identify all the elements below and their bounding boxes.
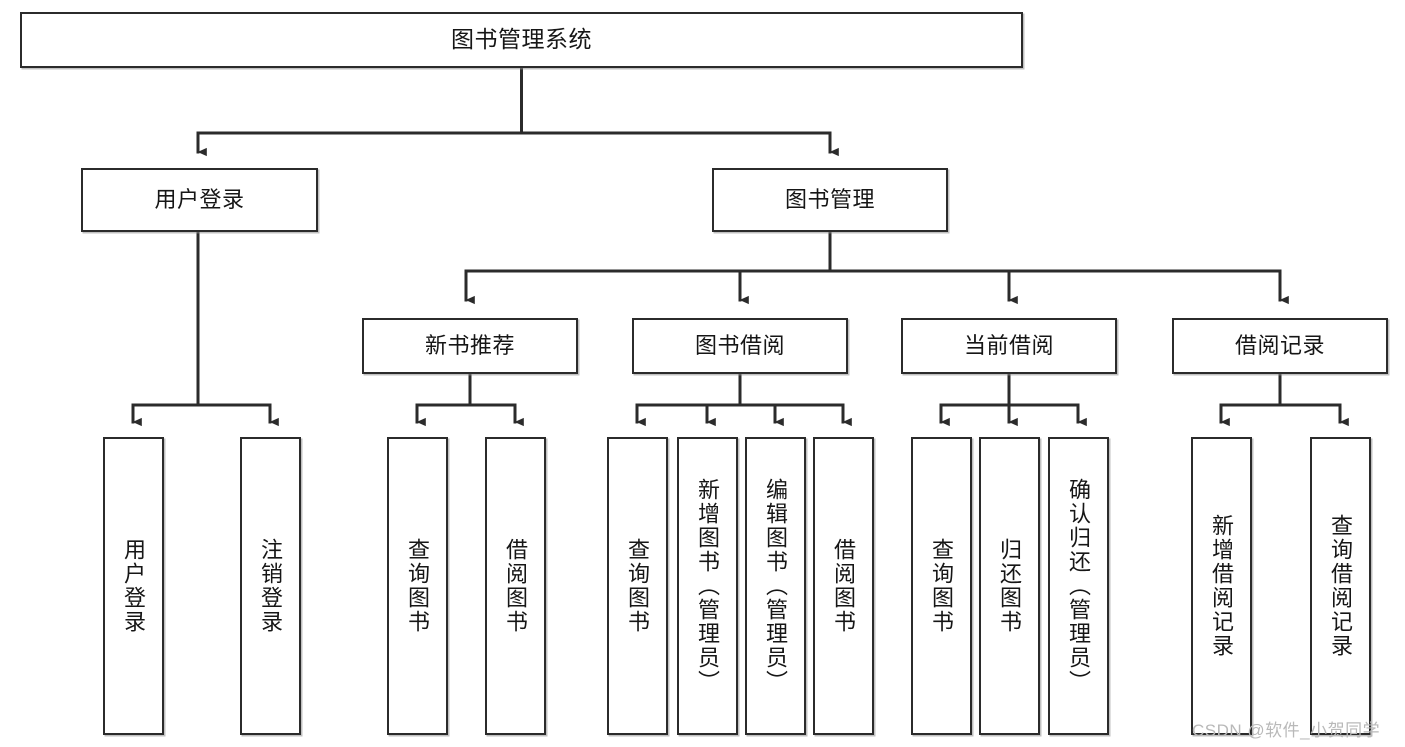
node-label: 用户登录: [154, 187, 245, 213]
node-label: 新增借阅记录: [1209, 514, 1235, 658]
leaf-query-book-current[interactable]: 查询图书: [911, 437, 972, 735]
node-user-login[interactable]: 用户登录: [81, 168, 318, 232]
node-book-borrow[interactable]: 图书借阅: [632, 318, 848, 374]
leaf-user-login[interactable]: 用户登录: [103, 437, 164, 735]
node-label: 新书推荐: [424, 333, 515, 359]
node-label: 图书管理: [784, 187, 875, 213]
node-label: 借阅图书: [831, 538, 857, 634]
leaf-confirm-return[interactable]: 确认归还（管理员）: [1048, 437, 1109, 735]
leaf-logout[interactable]: 注销登录: [240, 437, 301, 735]
leaf-return-book[interactable]: 归还图书: [979, 437, 1040, 735]
node-new-book-recommend[interactable]: 新书推荐: [362, 318, 578, 374]
node-label: 编辑图书（管理员）: [763, 478, 789, 694]
leaf-edit-book[interactable]: 编辑图书（管理员）: [745, 437, 806, 735]
node-label: 图书管理系统: [451, 26, 592, 53]
leaf-add-book[interactable]: 新增图书（管理员）: [677, 437, 738, 735]
node-book-management-system[interactable]: 图书管理系统: [20, 12, 1023, 68]
csdn-watermark: CSDN @软件_小贺同学: [1192, 721, 1381, 740]
node-label: 借阅图书: [503, 538, 529, 634]
leaf-query-borrow-record[interactable]: 查询借阅记录: [1310, 437, 1371, 735]
node-label: 查询图书: [625, 538, 651, 634]
node-borrow-record[interactable]: 借阅记录: [1172, 318, 1388, 374]
node-label: 确认归还（管理员）: [1066, 478, 1092, 694]
leaf-borrow-book[interactable]: 借阅图书: [813, 437, 874, 735]
node-label: 查询图书: [929, 538, 955, 634]
leaf-query-book-borrow[interactable]: 查询图书: [607, 437, 668, 735]
node-label: 归还图书: [997, 538, 1023, 634]
node-label: 注销登录: [258, 538, 284, 634]
node-label: 查询借阅记录: [1328, 514, 1354, 658]
node-label: 新增图书（管理员）: [695, 478, 721, 694]
node-label: 用户登录: [121, 538, 147, 634]
leaf-add-borrow-record[interactable]: 新增借阅记录: [1191, 437, 1252, 735]
node-label: 当前借阅: [963, 333, 1054, 359]
leaf-borrow-book-recommend[interactable]: 借阅图书: [485, 437, 546, 735]
node-label: 图书借阅: [694, 333, 785, 359]
node-book-management[interactable]: 图书管理: [712, 168, 948, 232]
node-current-borrow[interactable]: 当前借阅: [901, 318, 1117, 374]
leaf-query-book-recommend[interactable]: 查询图书: [387, 437, 448, 735]
node-label: 查询图书: [405, 538, 431, 634]
node-label: 借阅记录: [1234, 333, 1325, 359]
